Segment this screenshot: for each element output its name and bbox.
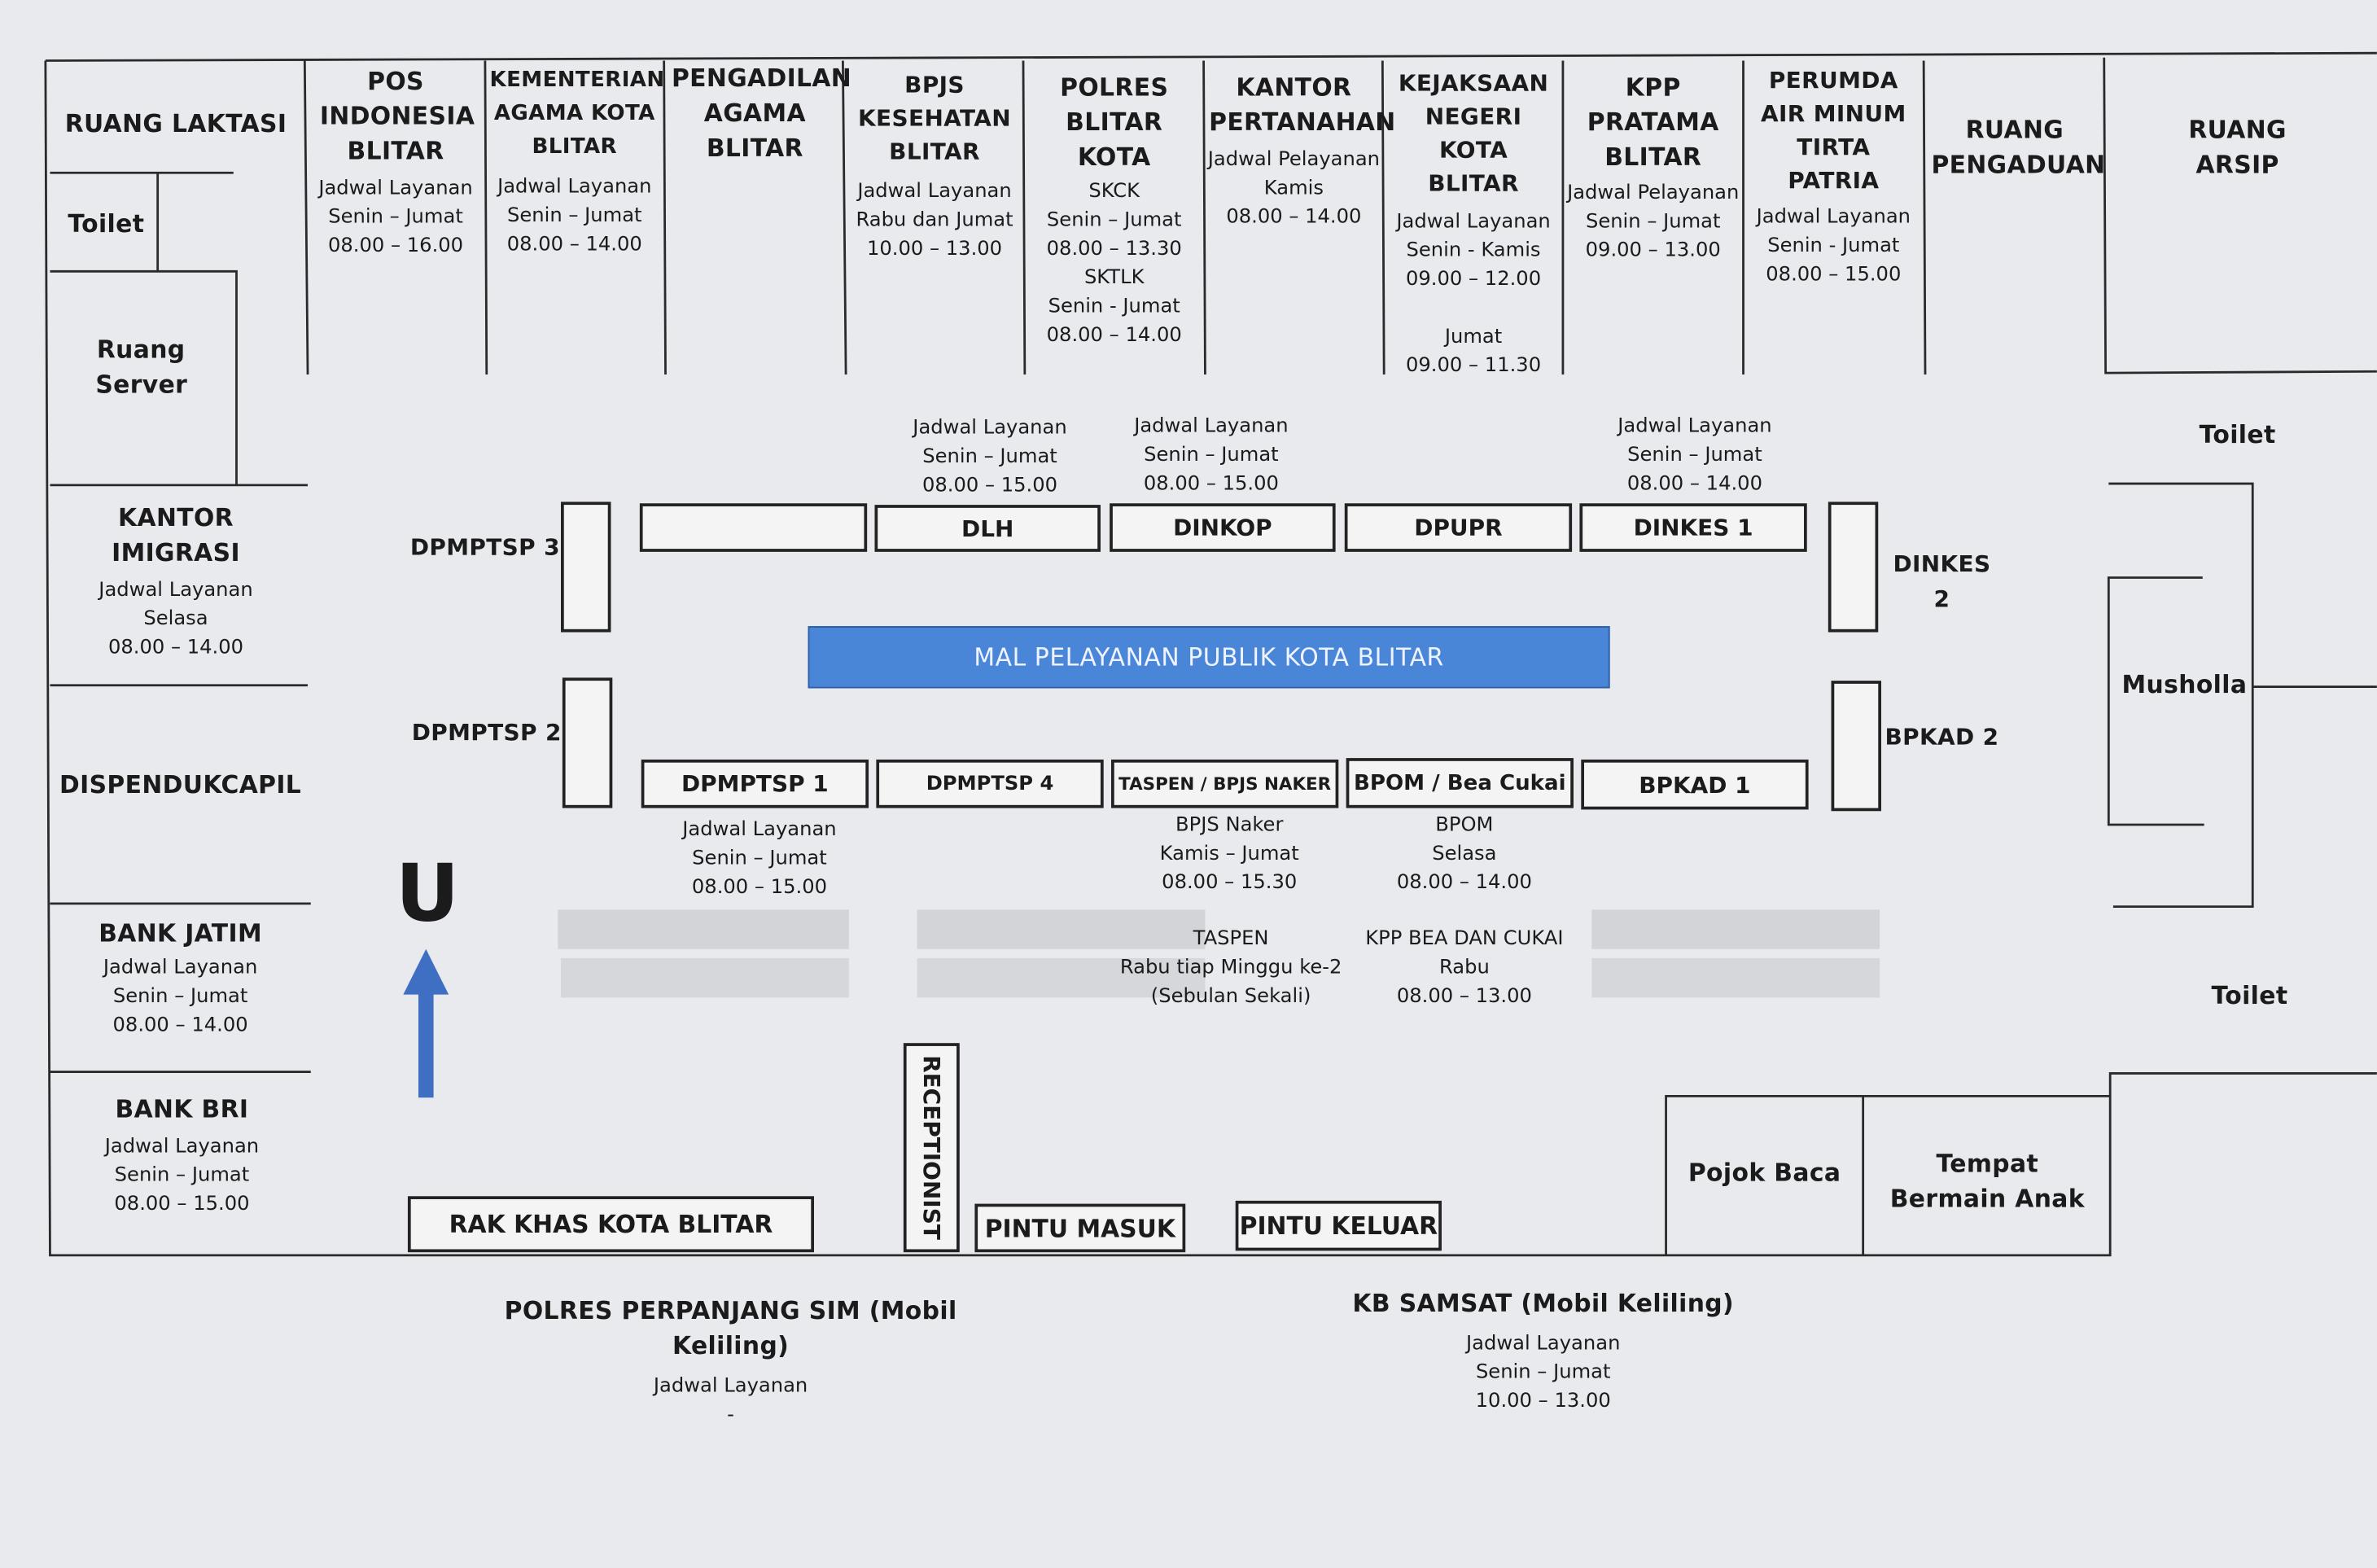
room-kantor-pertanahan: KANTOR PERTANAHAN Jadwal Pelayanan Kamis…: [1207, 72, 1396, 230]
schedule-bpom: BPOM Selasa 08.00 – 14.00: [1396, 814, 1532, 895]
outer-wall: [44, 60, 2377, 1257]
pintu-masuk-label: PINTU MASUK: [984, 1213, 1175, 1243]
room-kemenag: KEMENTERIAN AGAMA KOTA BLITAR Jadwal Lay…: [489, 68, 665, 256]
counter-dpmptsp2-desk: [562, 677, 613, 808]
schedule-dinkop: Jadwal Layanan Senin – Jumat 08.00 – 15.…: [1134, 415, 1289, 496]
schedule-bpjs-naker: BPJS Naker Kamis – Jumat 08.00 – 15.30: [1159, 814, 1299, 895]
counter-dpmptsp4: DPMPTSP 4: [876, 759, 1104, 808]
north-arrow-icon: [403, 948, 449, 1098]
mpp-title-banner: MAL PELAYANAN PUBLIK KOTA BLITAR: [808, 626, 1610, 689]
counter-dinkop: DINKOP: [1110, 503, 1336, 552]
receptionist-desk: RECEPTIONIST: [903, 1043, 960, 1253]
room-pojok-baca: Pojok Baca: [1688, 1158, 1841, 1188]
room-pengaduan: RUANG PENGADUAN: [1931, 115, 2106, 179]
counter-dinkes1-label: DINKES 1: [1633, 514, 1753, 541]
label-bpkad2: BPKAD 2: [1885, 723, 1999, 751]
room-tempat-bermain-anak: Tempat Bermain Anak: [1889, 1149, 2085, 1213]
counter-bpom: BPOM / Bea Cukai: [1346, 758, 1574, 808]
pintu-keluar-label: PINTU KELUAR: [1239, 1211, 1438, 1241]
counter-dpupr-label: DPUPR: [1414, 514, 1503, 541]
room-pos-indonesia: POS INDONESIA BLITAR Jadwal Layanan Seni…: [318, 66, 475, 258]
receptionist-label: RECEPTIONIST: [917, 1055, 946, 1241]
schedule-bea-cukai: KPP BEA DAN CUKAI Rabu 08.00 – 13.00: [1365, 927, 1564, 1009]
room-musholla: Musholla: [2121, 670, 2248, 699]
outer-wall: [45, 51, 2377, 62]
room-toilet-left: Toilet: [68, 208, 145, 239]
room-kpp-pratama: KPP PRATAMA BLITAR Jadwal Pelayanan Seni…: [1567, 72, 1740, 263]
counter-dpmptsp3-desk: [561, 501, 611, 633]
room-dispendukcapil: DISPENDUKCAPIL: [59, 769, 302, 799]
counter-dpmptsp1: DPMPTSP 1: [641, 759, 869, 808]
counter-bpkad2-desk: [1831, 681, 1881, 812]
counter-bpkad1-label: BPKAD 1: [1639, 770, 1751, 799]
room-bpjs-kesehatan: BPJS KESEHATAN BLITAR Jadwal Layanan Rab…: [856, 71, 1013, 261]
label-dpmptsp2: DPMPTSP 2: [411, 718, 562, 747]
counter-dpmptsp4-label: DPMPTSP 4: [926, 772, 1054, 795]
label-dpmptsp3: DPMPTSP 3: [409, 533, 560, 562]
room-pengadilan-agama: PENGADILAN AGAMA BLITAR: [671, 64, 852, 163]
counter-dlh-label: DLH: [961, 515, 1014, 542]
schedule-taspen: TASPEN Rabu tiap Minggu ke-2 (Sebulan Se…: [1119, 927, 1342, 1009]
counter-dinkes1: DINKES 1: [1579, 503, 1807, 552]
schedule-dpmptsp1: Jadwal Layanan Senin – Jumat 08.00 – 15.…: [682, 818, 837, 900]
pintu-keluar: PINTU KELUAR: [1235, 1200, 1442, 1251]
north-label: U: [395, 848, 460, 940]
samsat-keliling: KB SAMSAT (Mobil Keliling) Jadwal Layana…: [1352, 1288, 1735, 1413]
counter-dlh: DLH: [874, 505, 1101, 552]
counter-dinkes2-desk: [1828, 501, 1879, 633]
counter-dinkop-label: DINKOP: [1173, 514, 1272, 541]
polres-sim-keliling: POLRES PERPANJANG SIM (Mobil Keliling) J…: [504, 1296, 957, 1427]
rak-khas-kota-blitar: RAK KHAS KOTA BLITAR: [407, 1196, 815, 1253]
room-server: Ruang Server: [95, 335, 188, 399]
room-bank-jatim: BANK JATIM Jadwal Layanan Senin – Jumat …: [98, 918, 262, 1037]
room-perumda: PERUMDA AIR MINUM TIRTA PATRIA Jadwal La…: [1756, 66, 1911, 287]
room-bank-bri: BANK BRI Jadwal Layanan Senin – Jumat 08…: [104, 1094, 260, 1216]
schedule-dinkes1: Jadwal Layanan Senin – Jumat 08.00 – 14.…: [1617, 415, 1772, 496]
room-laktasi: RUANG LAKTASI: [64, 109, 287, 138]
room-polres: POLRES BLITAR KOTA SKCK Senin – Jumat 08…: [1046, 72, 1182, 348]
counter-bpkad1: BPKAD 1: [1581, 759, 1809, 810]
room-imigrasi: KANTOR IMIGRASI Jadwal Layanan Selasa 08…: [98, 503, 253, 660]
counter-dpupr: DPUPR: [1344, 503, 1573, 552]
room-toilet-right-top: Toilet: [2199, 419, 2276, 449]
counter-dpmptsp1-label: DPMPTSP 1: [681, 769, 829, 798]
counter-taspen-label: TASPEN / BPJS NAKER: [1118, 773, 1332, 795]
counter-bpom-label: BPOM / Bea Cukai: [1354, 770, 1566, 795]
schedule-dlh: Jadwal Layanan Senin – Jumat 08.00 – 15.…: [913, 417, 1067, 497]
label-dinkes2: DINKES 2: [1893, 550, 1991, 613]
pintu-masuk: PINTU MASUK: [974, 1203, 1186, 1253]
room-kejaksaan: KEJAKSAAN NEGERI KOTA BLITAR Jadwal Laya…: [1396, 69, 1551, 378]
rak-label: RAK KHAS KOTA BLITAR: [449, 1210, 773, 1239]
counter-blank: [639, 503, 868, 552]
counter-taspen: TASPEN / BPJS NAKER: [1110, 759, 1339, 808]
room-toilet-right-bottom: Toilet: [2211, 980, 2288, 1010]
room-arsip: RUANG ARSIP: [2188, 115, 2287, 179]
